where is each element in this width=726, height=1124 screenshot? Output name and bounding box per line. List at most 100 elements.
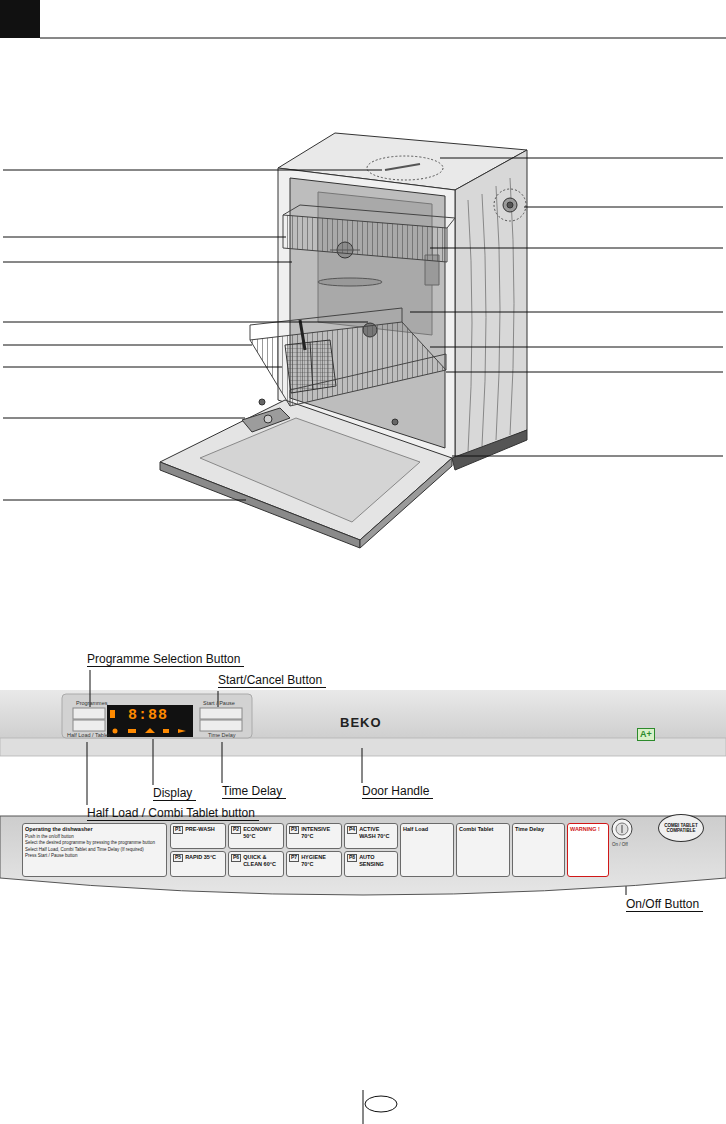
box-text: Press Start / Pause button (25, 853, 164, 859)
control-panel-part-part (128, 729, 136, 733)
programme-name: ACTIVE WASH 70°C (347, 826, 395, 839)
leader-line-part (3, 262, 292, 263)
programme-box: P3INTENSIVE 70°C (286, 823, 342, 849)
dishwasher-drawing-part (283, 205, 455, 228)
leader-line-part (3, 500, 246, 501)
button-caption: Programmes (76, 700, 107, 707)
option-box: Time Delay (512, 823, 565, 877)
dishwasher-drawing-part (242, 408, 290, 432)
button-caption: Start / Pause (203, 700, 235, 707)
panel-leader-part (222, 742, 223, 783)
programme-number: P4 (347, 826, 357, 834)
leader-line-part (430, 248, 723, 249)
page-header-part (0, 0, 40, 38)
dishwasher-drawing-part (503, 198, 517, 212)
leader-line-part (446, 372, 723, 373)
callout-label: Door Handle (362, 784, 433, 799)
tablet-logo: COMBI TABLET COMPATIBLE (658, 814, 704, 842)
control-panel-part (73, 708, 105, 719)
control-panel-part (0, 690, 726, 738)
programme-name: AUTO SENSING (347, 854, 395, 867)
control-panel-part (200, 720, 242, 731)
programme-name: RAPID 35°C (173, 854, 223, 861)
button-caption: On / Off (612, 842, 628, 847)
programme-name: PRE-WASH (173, 826, 223, 833)
programme-number: P5 (173, 854, 183, 862)
leader-line-part (410, 312, 723, 313)
programme-name: QUICK & CLEAN 60°C (231, 854, 281, 867)
programme-name: HYGIENE 70°C (289, 854, 339, 867)
leader-line-part (430, 347, 723, 348)
dishwasher-drawing-part (283, 215, 447, 262)
dishwasher-drawing (160, 133, 527, 548)
page-number-mark (363, 1090, 397, 1124)
callout-label: Half Load / Combi Tablet button (87, 806, 259, 821)
programme-number: P6 (231, 854, 241, 862)
dishwasher-drawing-part (385, 164, 420, 170)
instruction-panel-part (616, 823, 628, 835)
control-panel-part-part (113, 729, 118, 734)
box-heading: Operating the dishwasher (25, 826, 164, 833)
leader-line-part (3, 237, 286, 238)
control-panel-part (107, 705, 193, 737)
control-panel-part (62, 694, 252, 738)
callout-label: Start/Cancel Button (218, 673, 326, 688)
callout-label: Display (153, 786, 196, 801)
callout-label: Time Delay (222, 784, 286, 799)
dishwasher-drawing-part (250, 308, 402, 340)
dishwasher-drawing-part (494, 189, 526, 221)
leader-line-part (3, 322, 368, 323)
control-panel (0, 690, 726, 756)
option-box: Combi Tablet (456, 823, 510, 877)
leader-line-part (3, 170, 382, 171)
energy-label: A+ (637, 728, 655, 741)
box-heading: Time Delay (515, 826, 562, 833)
brand-logo: BEKO (340, 715, 382, 731)
programme-box: P4ACTIVE WASH 70°C (344, 823, 398, 849)
panel-leader-part (153, 739, 154, 785)
control-panel-part (0, 738, 726, 756)
page-number-mark-part (365, 1096, 397, 1112)
programme-number: P2 (231, 826, 241, 834)
control-panel-part-part (110, 710, 115, 718)
callout-label: On/Off Button (626, 897, 703, 912)
leader-line-part (3, 345, 252, 346)
control-panel-part-part (163, 729, 169, 733)
warning-box: WARNING ! (567, 823, 609, 877)
dishwasher-drawing-part (360, 458, 452, 548)
dishwasher-drawing-part (367, 156, 443, 180)
leader-line (3, 158, 723, 500)
programme-number: P3 (289, 826, 299, 834)
page-header (0, 0, 726, 38)
programme-number: P8 (347, 854, 357, 862)
leader-line-part (524, 207, 723, 208)
programme-name: ECONOMY 50°C (231, 826, 281, 839)
dishwasher-drawing-part (259, 399, 265, 405)
dishwasher-drawing-part (318, 192, 432, 335)
leader-line-part (3, 418, 245, 419)
dishwasher-drawing-part (285, 340, 336, 393)
leader-line-part (452, 456, 723, 457)
instruction-panel (0, 816, 726, 895)
box-text: Push in the on/off button (25, 834, 164, 840)
dishwasher-drawing-part (318, 278, 382, 286)
programme-box: P7HYGIENE 70°C (286, 851, 342, 877)
box-heading: Combi Tablet (459, 826, 507, 833)
instruction-panel-part (0, 816, 726, 895)
control-panel-part (200, 708, 242, 719)
leader-line-part (3, 367, 282, 368)
programme-box: P2ECONOMY 50°C (228, 823, 284, 849)
box-heading: WARNING ! (570, 826, 606, 833)
control-panel-part (73, 720, 105, 731)
programme-box: P8AUTO SENSING (344, 851, 398, 877)
dishwasher-drawing-part (392, 419, 398, 425)
display-digits: 8:88 (128, 707, 168, 725)
dishwasher-drawing-part (468, 178, 514, 452)
box-heading: Half Load (403, 826, 451, 833)
box-heading: COMBI TABLET COMPATIBLE (664, 823, 698, 834)
dishwasher-drawing-part (250, 322, 446, 406)
panel-leader-part (362, 748, 363, 783)
instruction-box: Operating the dishwasherPush in the on/o… (22, 823, 167, 877)
dishwasher-drawing-part (455, 150, 527, 460)
